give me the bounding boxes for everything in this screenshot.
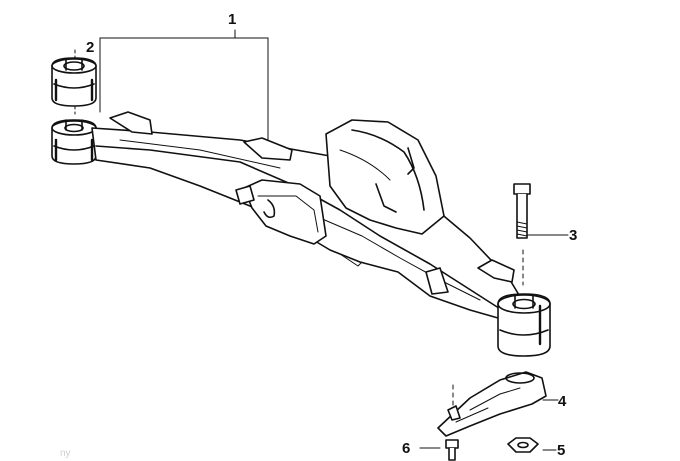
screw <box>445 439 459 461</box>
callout-2: 2 <box>86 39 95 56</box>
callout-1: 1 <box>228 11 237 28</box>
bolt <box>513 183 531 239</box>
callout-4: 4 <box>558 393 567 410</box>
callout-5: 5 <box>557 442 566 459</box>
bushing-right <box>497 293 551 357</box>
bushing-upper-left <box>51 57 97 107</box>
callout-3: 3 <box>569 227 578 244</box>
bushing-lower-left <box>51 119 97 165</box>
leader-lines <box>74 29 569 451</box>
watermark: ny <box>60 448 71 459</box>
rear-axle-subframe <box>91 111 523 321</box>
callout-6: 6 <box>402 440 411 457</box>
nut <box>507 437 539 453</box>
mounting-bracket <box>437 371 547 437</box>
